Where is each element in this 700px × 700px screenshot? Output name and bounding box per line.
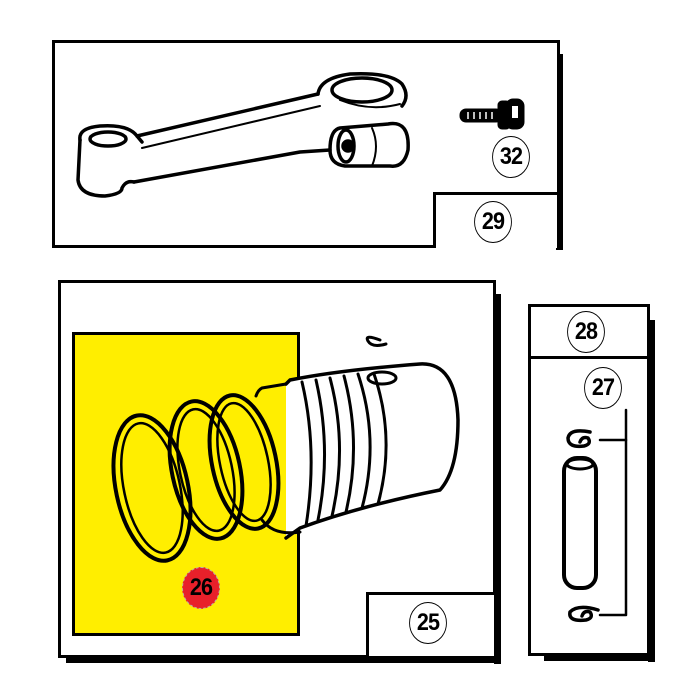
panel-shadow-pin-bottom bbox=[544, 654, 654, 661]
callout-26[interactable]: 26 bbox=[182, 567, 220, 609]
clip-bottom-icon bbox=[568, 605, 600, 623]
callout-28[interactable]: 28 bbox=[567, 311, 605, 353]
panel-divider-28 bbox=[530, 356, 648, 359]
panel-shadow-piston bbox=[494, 294, 501, 664]
bolt-icon bbox=[459, 98, 525, 130]
clip-top-icon bbox=[566, 429, 592, 449]
panel-shadow-piston-bottom bbox=[66, 656, 500, 663]
callout-29[interactable]: 29 bbox=[474, 201, 512, 243]
callout-27[interactable]: 27 bbox=[584, 367, 622, 409]
panel-shadow-pin bbox=[648, 320, 655, 662]
wrist-pin-panel[interactable] bbox=[528, 304, 650, 656]
callout-32[interactable]: 32 bbox=[492, 136, 530, 178]
callout-25[interactable]: 25 bbox=[409, 602, 447, 644]
